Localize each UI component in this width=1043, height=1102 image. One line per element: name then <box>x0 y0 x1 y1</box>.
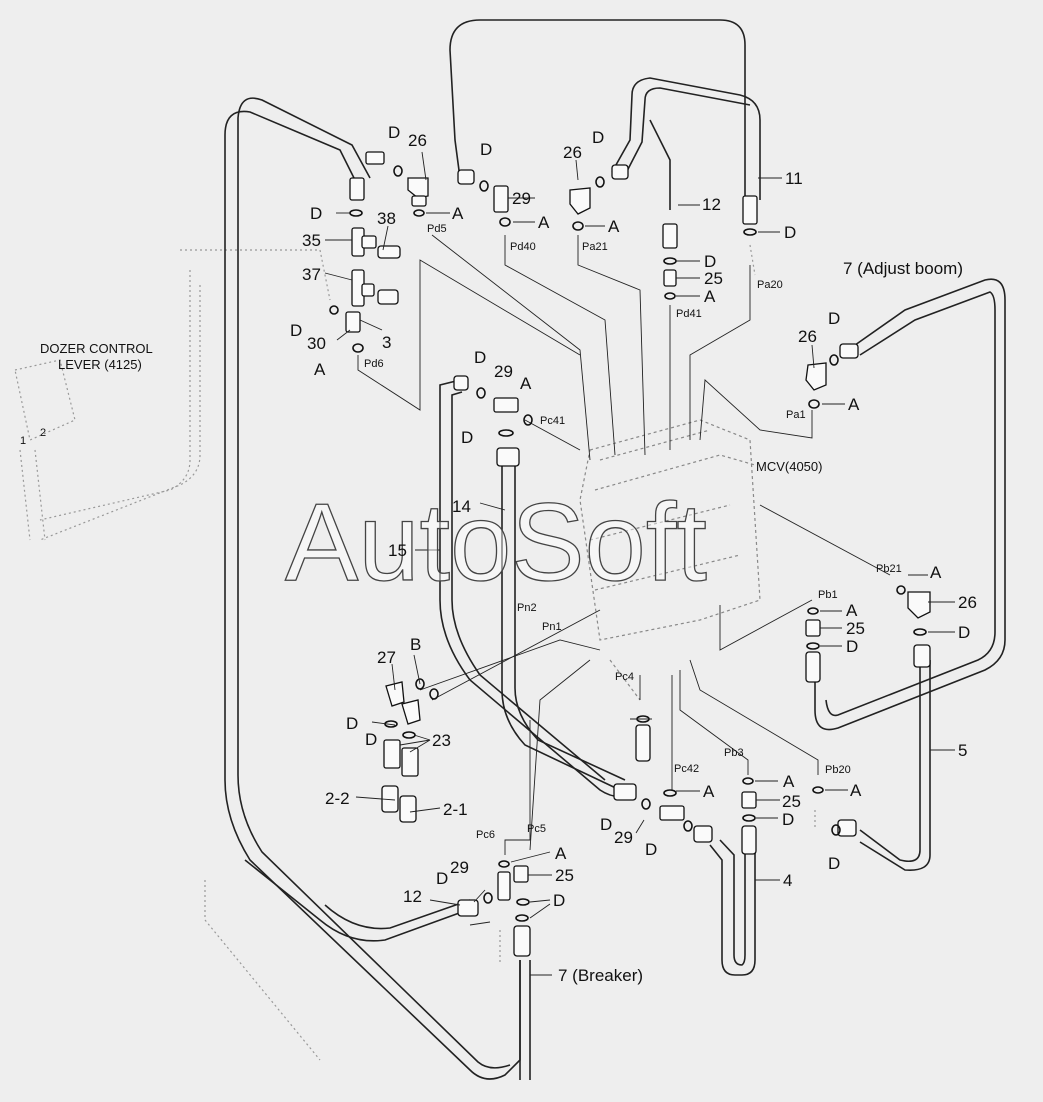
callout-label: A <box>848 395 860 414</box>
dozer-port-1-label: 1 <box>20 435 26 447</box>
callout-label: 35 <box>302 231 321 250</box>
dozer-port-2-label: 2 <box>40 427 46 439</box>
mcv-title: MCV(4050) <box>756 459 822 474</box>
callout-label: Pc5 <box>527 823 546 835</box>
callout-label: A <box>608 217 620 236</box>
callout-label: D <box>592 128 604 147</box>
callout-label: D <box>782 810 794 829</box>
callout-label: Pb21 <box>876 563 902 575</box>
callout-label: A <box>538 213 550 232</box>
callout-label: Pd40 <box>510 241 536 253</box>
dozer-lever-title-line1: DOZER CONTROL <box>40 341 153 356</box>
ghost-background-parts <box>14 244 816 1061</box>
callout-label: 29 <box>614 828 633 847</box>
callout-label: 29 <box>450 858 469 877</box>
port-leader-lines <box>357 234 891 855</box>
callout-label: 25 <box>555 866 574 885</box>
callout-label: Pd41 <box>676 308 702 320</box>
title-labels: DOZER CONTROL LEVER (4125) MCV(4050) 7 (… <box>40 259 963 985</box>
callout-label: 12 <box>702 195 721 214</box>
callout-label: 26 <box>408 131 427 150</box>
callout-label: D <box>553 891 565 910</box>
callout-label: 12 <box>403 887 422 906</box>
callout-label: 26 <box>958 593 977 612</box>
callout-label: D <box>846 637 858 656</box>
callout-label: A <box>850 781 862 800</box>
callout-label: Pc42 <box>674 763 699 775</box>
callout-label: A <box>846 601 858 620</box>
callout-label: 29 <box>512 189 531 208</box>
callout-label: 2-1 <box>443 800 468 819</box>
callout-label: D <box>461 428 473 447</box>
callout-label: B <box>410 635 421 654</box>
callout-label: D <box>365 730 377 749</box>
callout-label: D <box>958 623 970 642</box>
callout-label: A <box>314 360 326 379</box>
callout-label: D <box>704 252 716 271</box>
callout-label: Pn2 <box>517 602 537 614</box>
callout-label: D <box>346 714 358 733</box>
callout-label: 11 <box>785 169 803 188</box>
callout-pointers <box>324 151 955 976</box>
callout-label: D <box>290 321 302 340</box>
callout-label: A <box>452 204 464 223</box>
callout-label: D <box>600 815 612 834</box>
callout-label: D <box>388 123 400 142</box>
callout-label: A <box>783 772 795 791</box>
callout-label: Pb20 <box>825 764 851 776</box>
callout-label: 27 <box>377 648 396 667</box>
callout-label: 14 <box>452 497 471 516</box>
dozer-port-labels: 1 2 <box>20 427 46 447</box>
callout-label: A <box>703 782 715 801</box>
callout-label: Pa20 <box>757 279 783 291</box>
callout-label: 26 <box>563 143 582 162</box>
fittings <box>345 151 931 957</box>
callout-label: Pb1 <box>818 589 838 601</box>
callout-label: 4 <box>783 871 792 890</box>
callout-label: A <box>704 287 716 306</box>
callout-label: D <box>436 869 448 888</box>
callout-label: Pc4 <box>615 671 634 683</box>
dozer-lever-title-line2: LEVER (4125) <box>58 357 142 372</box>
watermark: AutoSoft <box>285 481 707 604</box>
callout-label: 25 <box>782 792 801 811</box>
callout-label: A <box>520 374 532 393</box>
adjust-boom-hose-label: 7 (Adjust boom) <box>843 259 963 278</box>
callout-label: Pa21 <box>582 241 608 253</box>
callout-label: D <box>645 840 657 859</box>
callout-label: 15 <box>388 541 407 560</box>
callout-label: A <box>555 844 567 863</box>
callout-label: D <box>828 309 840 328</box>
callout-label: 23 <box>432 731 451 750</box>
callout-label: 25 <box>846 619 865 638</box>
callout-label: Pd6 <box>364 358 384 370</box>
callout-label: 29 <box>494 362 513 381</box>
callout-label: D <box>784 223 796 242</box>
callout-label: 5 <box>958 741 967 760</box>
callout-label: D <box>310 204 322 223</box>
callout-label: 3 <box>382 333 391 352</box>
main-control-valve <box>579 419 761 701</box>
callout-label: Pc41 <box>540 415 565 427</box>
callout-label: D <box>480 140 492 159</box>
callout-label: Pa1 <box>786 409 806 421</box>
callout-label: 38 <box>377 209 396 228</box>
callout-label: Pc6 <box>476 829 495 841</box>
callout-label: Pb3 <box>724 747 744 759</box>
callout-label: 30 <box>307 334 326 353</box>
callout-label: Pn1 <box>542 621 562 633</box>
callout-label: D <box>474 348 486 367</box>
callout-label: D <box>828 854 840 873</box>
callout-label: 26 <box>798 327 817 346</box>
callout-label: 37 <box>302 265 321 284</box>
breaker-hose-label: 7 (Breaker) <box>558 966 643 985</box>
callout-label: 2-2 <box>325 789 350 808</box>
hoses <box>224 19 1006 1080</box>
callout-label: 25 <box>704 269 723 288</box>
callout-label: Pd5 <box>427 223 447 235</box>
callout-label: A <box>930 563 942 582</box>
